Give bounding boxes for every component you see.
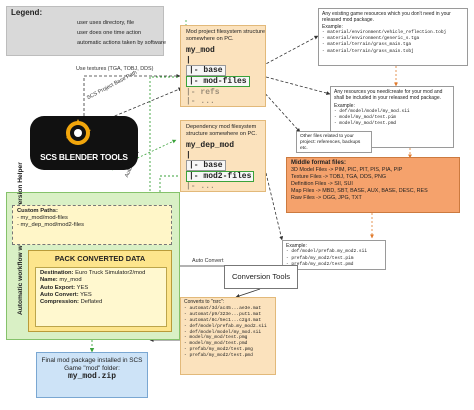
pack-field-auto-convert: Auto Convert: YES	[40, 291, 92, 298]
custom-path-item[interactable]: - my_mod/mod-files	[17, 214, 68, 221]
middle-format-line: Definition Files -> SII, SUI	[291, 181, 353, 187]
final-package-text: Final mod package installed in SCS Game …	[41, 357, 143, 372]
legend: Legend: user uses directory, file user d…	[6, 6, 166, 56]
converted-file: - automat/3d/ac45...ae3e.mat	[184, 305, 262, 311]
example-file: - def/model/prefab.my_mod2.sii	[286, 249, 368, 255]
example-file: - material/terrain/grass_main.tobj	[322, 48, 414, 54]
custom-paths-title: Custom Paths:	[17, 208, 58, 214]
pack-field-destination: Destination: Euro Truck Simulator2/mod	[40, 270, 146, 276]
conversion-tools-box: Conversion Tools	[224, 265, 298, 289]
middle-format-line: Texture Files -> TOBJ, TGA, DDS, PNG	[291, 174, 387, 180]
pack-field-compression: Compression: Deflated	[40, 299, 103, 306]
converted-file: - automat/p9/323e...put1.mat	[184, 311, 262, 317]
dep-project-base-folder: |- base	[186, 160, 226, 171]
project-structure-panel: Mod project filesystem structure somewhe…	[180, 25, 266, 107]
project-root: my_mod	[186, 46, 215, 55]
middle-format-line: 3D Model Files -> PIM, PIC, PIT, PIS, PI…	[291, 167, 403, 173]
dep-project-caption: Dependency mod filesystem structure some…	[186, 124, 257, 137]
example-file: - material/terrain/grass_main.tga	[322, 42, 412, 48]
dep-files-example-label: Example:	[286, 243, 307, 249]
converted-file: - def/model/model/my_mod.sii	[184, 329, 262, 335]
example-file: - material/environment/generic_s.tga	[322, 36, 420, 42]
middle-format-title: Middle format files:	[291, 160, 347, 166]
example-file: - model/my_mod/test.pim	[334, 115, 397, 121]
example-file: - prefab/my_mod2/test.pmd	[286, 261, 354, 267]
pack-converted-data-button[interactable]: PACK CONVERTED DATA	[54, 254, 146, 263]
example-file: - prefab/my_mod2/test.pim	[286, 255, 354, 261]
legend-item: automatic actions taken by software	[77, 40, 166, 46]
converted-files-box: Converts to "rsrc": - automat/3d/ac45...…	[180, 297, 276, 375]
legend-title: Legend:	[11, 8, 43, 17]
converted-file: - model/my_mod/test.pmd	[184, 341, 248, 347]
blender-ring-icon	[66, 119, 91, 145]
pack-field-name: Name: my_mod	[40, 277, 82, 284]
legend-item: user does one time action	[77, 30, 142, 36]
existing-resources-text: Any existing game resources which you do…	[322, 11, 451, 24]
project-more-folder: |- ...	[186, 97, 215, 106]
legend-item: user uses directory, file	[77, 20, 135, 26]
final-mod-package-box: Final mod package installed in SCS Game …	[36, 352, 148, 398]
project-mod-files-folder: |- mod-files	[186, 76, 250, 87]
dep-files-note: Example: - def/model/prefab.my_mod2.sii …	[282, 240, 386, 270]
pack-field-auto-export: Auto Export: YES	[40, 284, 89, 291]
project-pipe: |	[186, 56, 191, 65]
project-refs-folder: |- refs	[186, 88, 220, 97]
mod-resources-example-label: Example:	[334, 102, 355, 109]
mod-resources-note: Any resources you need/create for your m…	[330, 86, 454, 148]
other-files-text: Other files related to your project: ref…	[300, 134, 361, 151]
converted-file: - model/my_mod/test.pmg	[184, 335, 248, 341]
dep-project-root: my_dep_mod	[186, 141, 235, 150]
converts-title: Converts to "rsrc":	[184, 299, 225, 305]
pack-settings: Destination: Euro Truck Simulator2/mod N…	[35, 267, 167, 327]
project-base-folder: |- base	[186, 65, 226, 76]
middle-format-line: Map Files -> MBD, SBT, BASE, AUX, BASE, …	[291, 188, 428, 194]
uses-textures-label: Use textures (TGA, TOBJ, DDS)	[76, 66, 154, 72]
example-file: - def/model/model/my_mod.sii	[334, 108, 410, 114]
middle-format-line: Raw Files -> OGG, JPG, TXT	[291, 195, 362, 201]
dep-project-pipe: |	[186, 151, 191, 160]
other-files-note: Other files related to your project: ref…	[296, 131, 372, 153]
converted-file: - def/model/prefab.my_mod2.sii	[184, 323, 267, 329]
dep-project-mod2-files-folder: |- mod2-files	[186, 171, 255, 182]
example-file: - material/environment/vehicle_reflectio…	[322, 29, 447, 35]
project-caption: Mod project filesystem structure somewhe…	[186, 29, 265, 42]
custom-path-item[interactable]: - my_dep_mod/mod2-files	[17, 221, 85, 228]
existing-resources-note: Any existing game resources which you do…	[318, 8, 468, 66]
example-file: - model/my_mod/test.pmd	[334, 121, 397, 127]
auto-convert-label: Auto Convert	[192, 258, 224, 264]
logo-text: SCS BLENDER TOOLS	[40, 152, 128, 162]
dep-project-more-folder: |- ...	[186, 182, 215, 191]
pack-converted-data-panel: PACK CONVERTED DATA Destination: Euro Tr…	[28, 250, 172, 332]
custom-paths-box: Custom Paths: - my_mod/mod-files - my_de…	[12, 205, 172, 245]
middle-format-files-box: Middle format files: 3D Model Files -> P…	[286, 157, 460, 213]
existing-example-label: Example:	[322, 23, 343, 30]
mod-resources-text: Any resources you need/create for your m…	[334, 89, 443, 102]
dep-project-structure-panel: Dependency mod filesystem structure some…	[180, 120, 266, 192]
converted-file: - prefab/my_mod2/test.pmg	[184, 347, 253, 353]
final-package-filename: my_mod.zip	[67, 372, 116, 381]
converted-file: - prefab/my_mod2/test.pmd	[184, 353, 253, 359]
converted-file: - automat/8c/5ec1...c2g4.mat	[184, 317, 262, 323]
